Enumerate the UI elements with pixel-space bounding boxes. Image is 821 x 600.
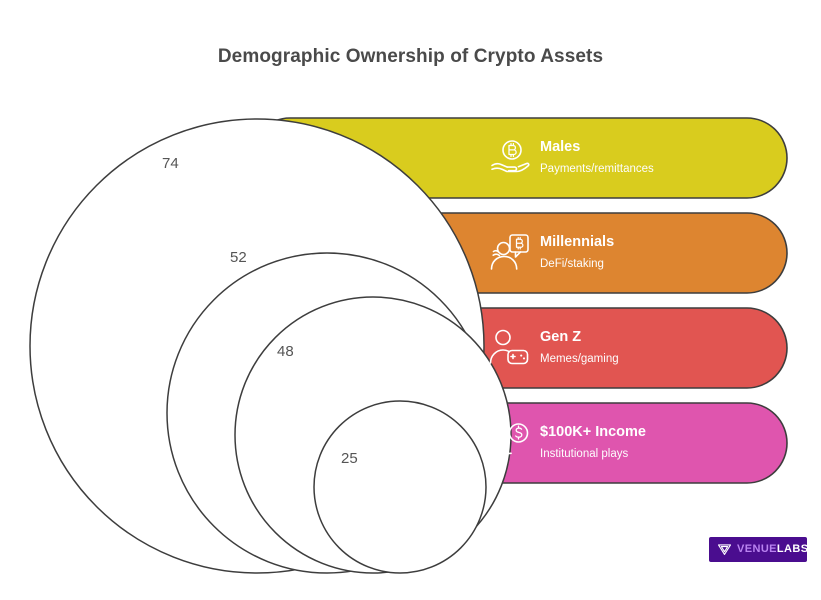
circle-value-gen-z: 48 (277, 343, 294, 360)
venuelabs-logo[interactable]: VENUELABS (709, 537, 808, 562)
page-title: Demographic Ownership of Crypto Assets (217, 46, 604, 67)
venuelabs-chevron-icon (717, 542, 732, 557)
logo-wordmark: VENUELABS (737, 544, 808, 555)
circle-value-males: 74 (162, 155, 179, 172)
circle-100k-income[interactable] (313, 400, 487, 574)
circle-value-millennials: 52 (230, 249, 247, 266)
circle-value-100k-income: 25 (341, 450, 358, 467)
logo-text-venue: VENUE (737, 543, 777, 555)
logo-text-labs: LABS (776, 543, 809, 555)
nested-circle-group (29, 118, 512, 574)
